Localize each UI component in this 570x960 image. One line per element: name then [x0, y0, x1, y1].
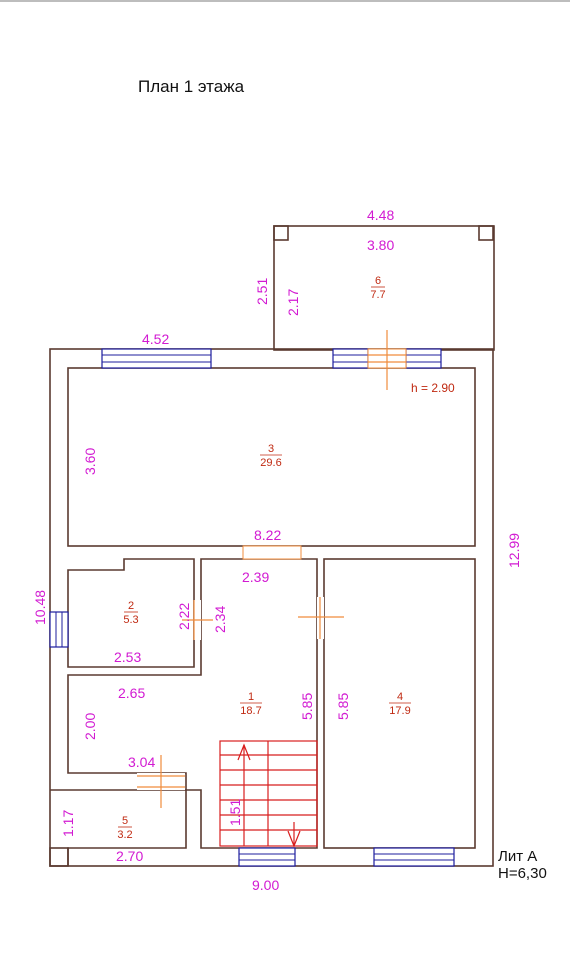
ceiling-height-label: h = 2.90	[411, 381, 455, 395]
dim-hall-top: 2.39	[242, 569, 269, 585]
doors	[137, 330, 407, 808]
window-bottom-1	[238, 847, 296, 867]
dim-hall-height: 2.00	[82, 713, 98, 740]
windows	[49, 348, 455, 867]
room-6-label: 6 7.7	[370, 275, 385, 301]
room-labels: 6 7.7 3 29.6 2 5.3 1 18.7 4 17.9 5 3.2	[117, 275, 411, 841]
dim-room2-height: 2.22	[176, 603, 192, 630]
room-4-label: 4 17.9	[389, 691, 411, 717]
room-6-number: 6	[375, 275, 381, 287]
door-room-5	[137, 755, 185, 808]
room-5-number: 5	[122, 815, 128, 827]
room-2-area: 5.3	[123, 614, 138, 626]
dim-room4-height: 5.85	[335, 693, 351, 720]
outer-wall-outer	[49, 348, 494, 867]
room-3-label: 3 29.6	[260, 443, 282, 469]
dim-room5-width: 2.70	[116, 848, 143, 864]
room-1-number: 1	[248, 691, 254, 703]
room-2-label: 2 5.3	[123, 600, 138, 626]
room-1-area: 18.7	[240, 705, 261, 717]
top-border-line	[0, 0, 570, 2]
plan-title: План 1 этажа	[138, 77, 245, 96]
dim-room3-height: 3.60	[82, 448, 98, 475]
door-annex	[367, 330, 407, 390]
dim-corridor-width: 8.22	[254, 527, 281, 543]
dim-hall-width: 2.65	[118, 685, 145, 701]
room-4-area: 17.9	[389, 705, 410, 717]
window-top-right-1	[332, 348, 369, 369]
lit-label-block: Лит А H=6,30	[498, 848, 547, 882]
dim-lower-corridor: 3.04	[128, 754, 155, 770]
dim-top-left-wall: 4.52	[142, 331, 169, 347]
room-3-area: 29.6	[260, 457, 281, 469]
dim-annex-top: 4.48	[367, 207, 394, 223]
dim-room1-height: 5.85	[299, 693, 315, 720]
dim-annex-outer-height: 2.51	[254, 278, 270, 305]
room-5-column	[49, 847, 69, 867]
door-room-4	[298, 597, 344, 639]
height-label: H=6,30	[498, 865, 547, 882]
room-5-area: 3.2	[117, 829, 132, 841]
dim-left-wall: 10.48	[32, 590, 48, 625]
room-2-number: 2	[128, 600, 134, 612]
room-5-label: 5 3.2	[117, 815, 132, 841]
window-bottom-2	[373, 847, 455, 867]
dim-room5-height: 1.17	[60, 810, 76, 837]
room-1-outline	[67, 558, 318, 849]
dim-annex-inner-width: 3.80	[367, 237, 394, 253]
lit-label: Лит А	[498, 848, 538, 865]
room-2-outline	[67, 558, 195, 668]
dim-annex-inner-height: 2.17	[285, 289, 301, 316]
window-left	[49, 611, 69, 648]
room-4-number: 4	[397, 691, 403, 703]
annex-column-right	[478, 225, 494, 241]
room-1-label: 1 18.7	[240, 691, 262, 717]
window-top-left	[101, 348, 212, 369]
dim-hall-left: 2.34	[212, 606, 228, 633]
room-3-number: 3	[268, 443, 274, 455]
room-6-area: 7.7	[370, 289, 385, 301]
door-room-2	[182, 600, 213, 640]
dim-room2-width: 2.53	[114, 649, 141, 665]
dim-stair-length: 1.51	[227, 799, 243, 826]
dim-building-right: 12.99	[506, 533, 522, 568]
door-corridor	[242, 545, 302, 560]
dim-building-bottom: 9.00	[252, 877, 279, 893]
window-top-right-2	[405, 348, 442, 369]
annex-column-left	[273, 225, 289, 241]
dimension-labels: 4.48 3.80 2.51 2.17 4.52 3.60 12.99 8.22…	[32, 207, 522, 893]
staircase	[219, 740, 318, 848]
interior-walls	[49, 367, 476, 867]
